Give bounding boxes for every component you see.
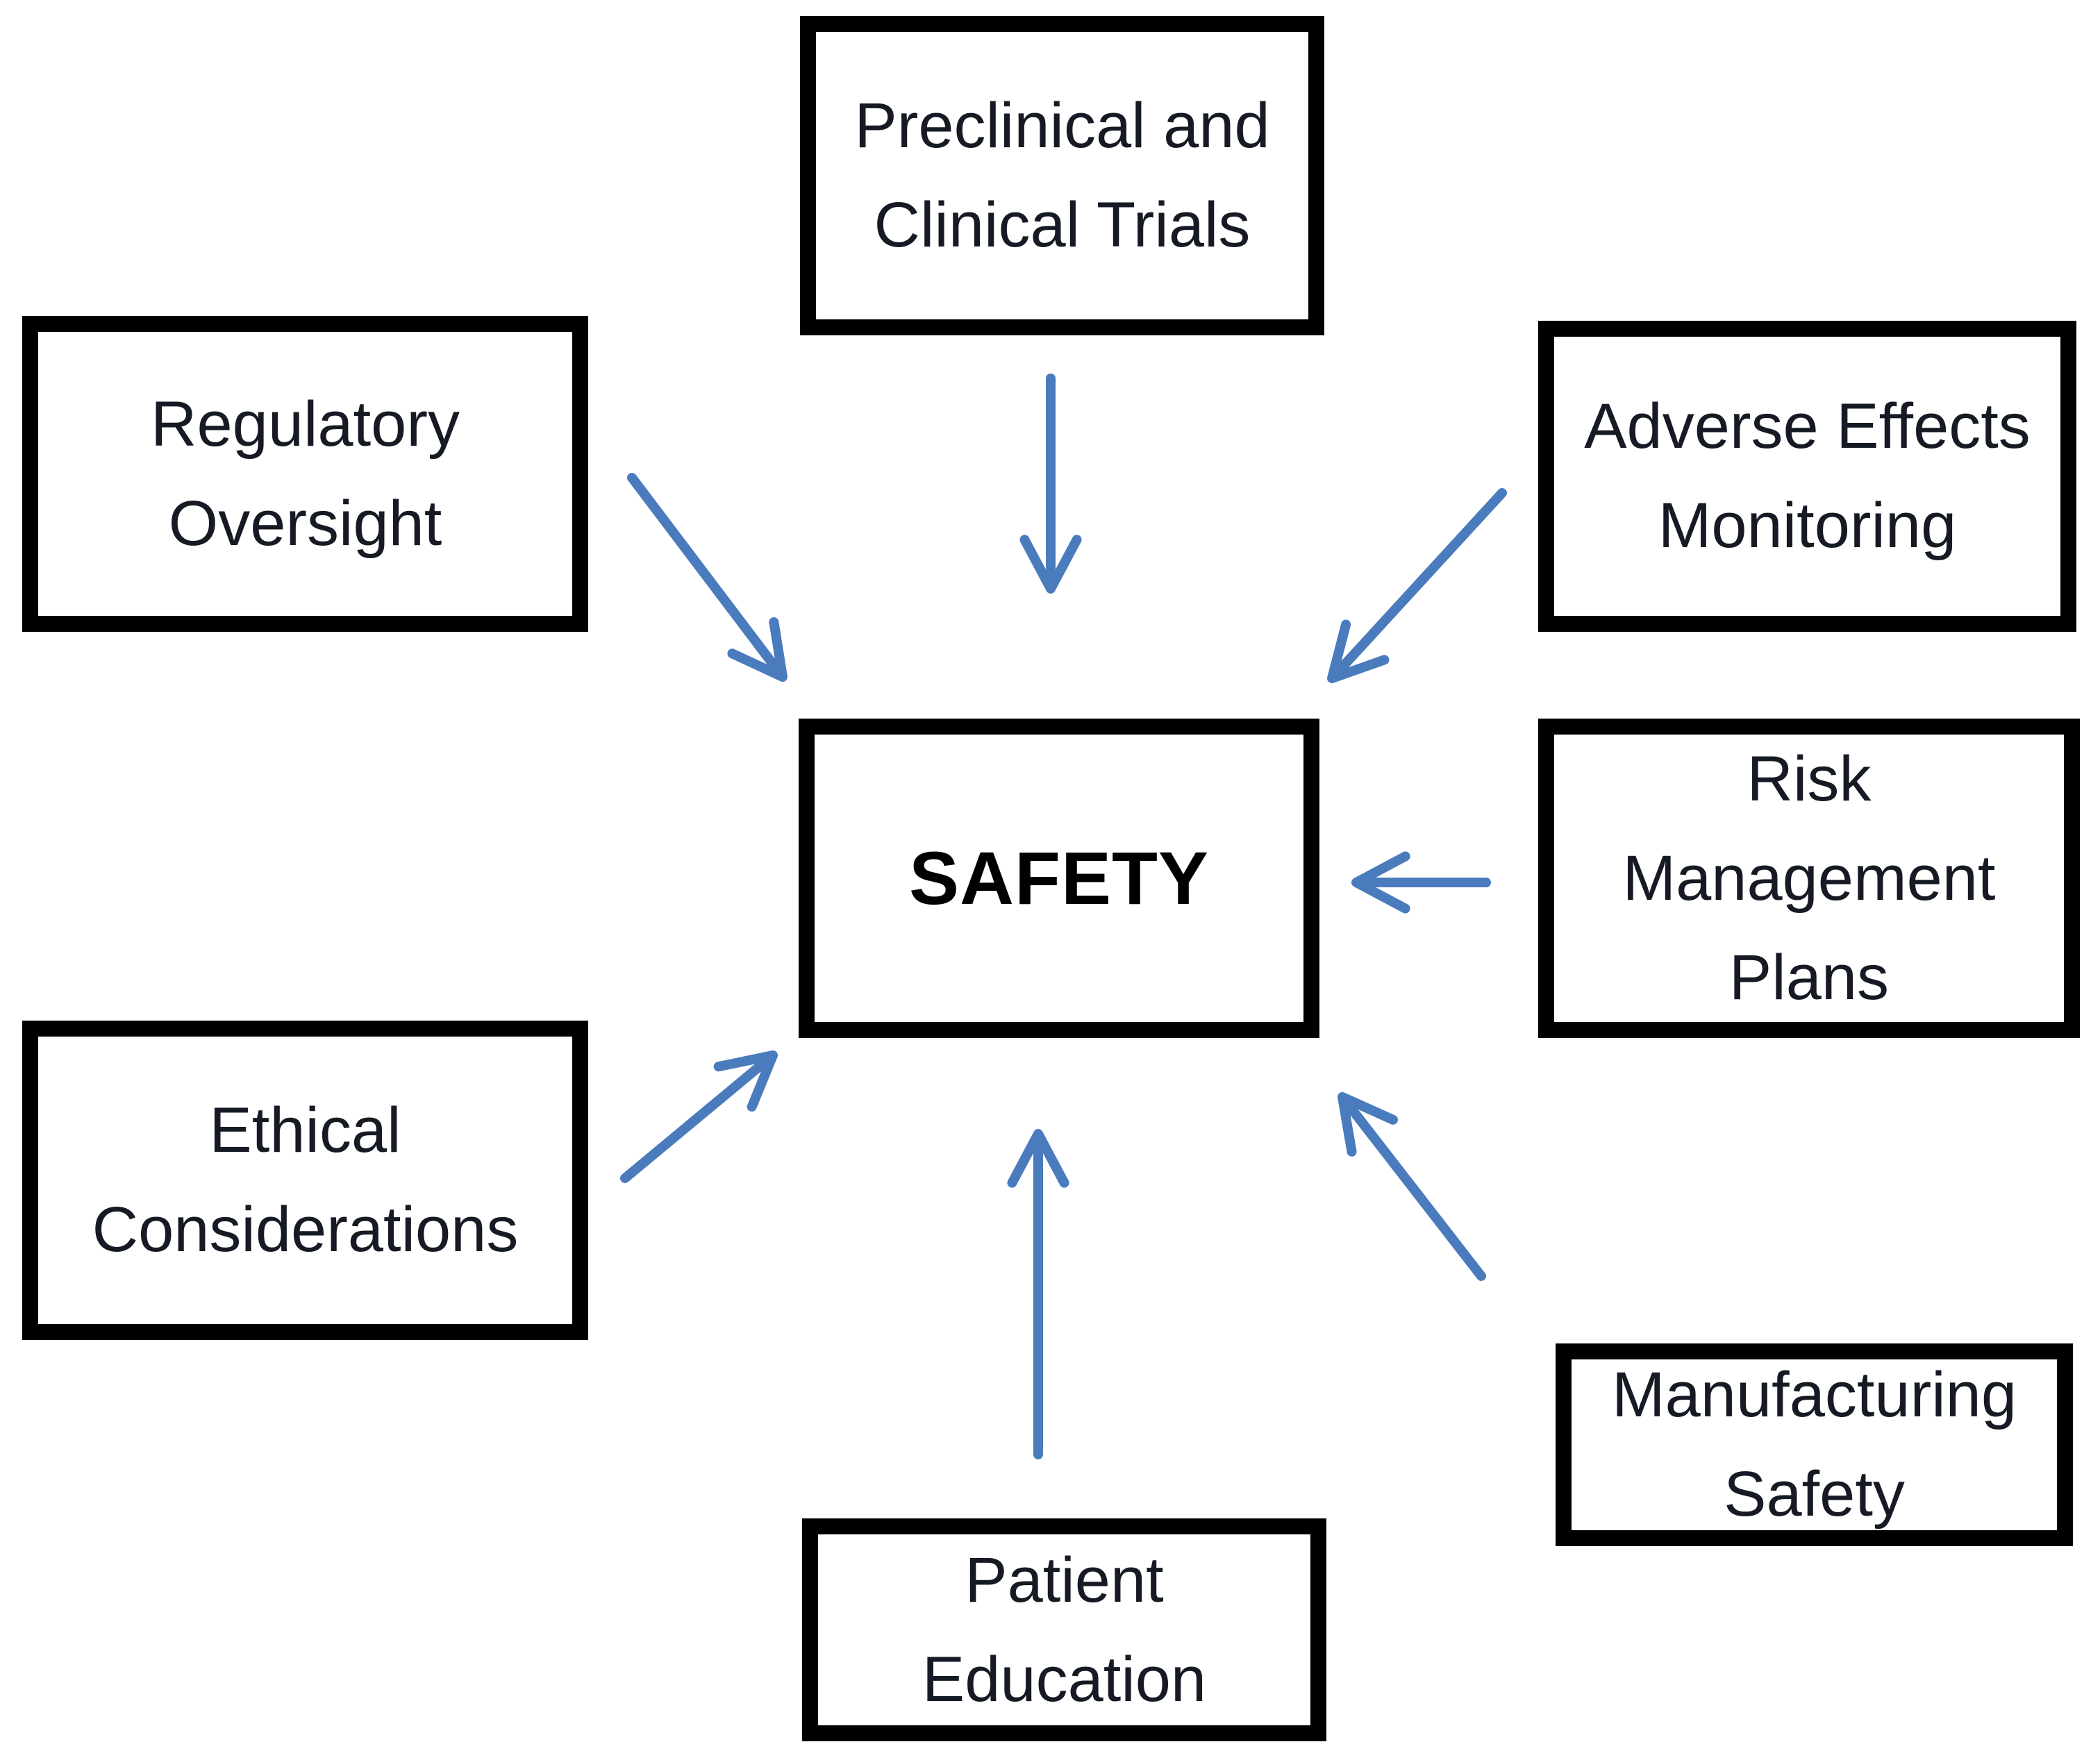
node-patient-label: Patient Education	[922, 1544, 1207, 1715]
node-regulatory-oversight: Regulatory Oversight	[22, 316, 588, 632]
node-patient-education: Patient Education	[802, 1518, 1326, 1741]
arrow-ethical-to-safety	[620, 1050, 778, 1183]
node-adverse-effects-monitoring: Adverse Effects Monitoring	[1538, 321, 2076, 632]
node-risk-label: Risk Management Plans	[1622, 743, 1996, 1013]
arrow-risk-to-safety	[1351, 851, 1491, 914]
node-ethical-considerations: Ethical Considerations	[22, 1021, 588, 1340]
node-regulatory-label: Regulatory Oversight	[151, 388, 460, 559]
arrow-preclinical-to-safety	[1019, 374, 1082, 594]
node-ethical-label: Ethical Considerations	[92, 1095, 519, 1265]
arrow-patient-to-safety	[1007, 1129, 1069, 1459]
node-preclinical-and-clinical-trials: Preclinical and Clinical Trials	[800, 16, 1324, 335]
node-preclinical-label: Preclinical and Clinical Trials	[854, 90, 1270, 260]
arrow-regulatory-to-safety	[627, 473, 788, 682]
node-manufacturing-safety: Manufacturing Safety	[1556, 1343, 2073, 1546]
node-adverse-label: Adverse Effects Monitoring	[1584, 391, 2031, 561]
node-manufacturing-label: Manufacturing Safety	[1612, 1359, 2017, 1530]
node-risk-management-plans: Risk Management Plans	[1538, 719, 2080, 1038]
safety-center-label: SAFETY	[908, 836, 1210, 920]
arrow-manufacturing-to-safety	[1338, 1092, 1486, 1281]
arrow-adverse-to-safety	[1327, 488, 1507, 683]
node-safety-center: SAFETY	[799, 719, 1319, 1038]
